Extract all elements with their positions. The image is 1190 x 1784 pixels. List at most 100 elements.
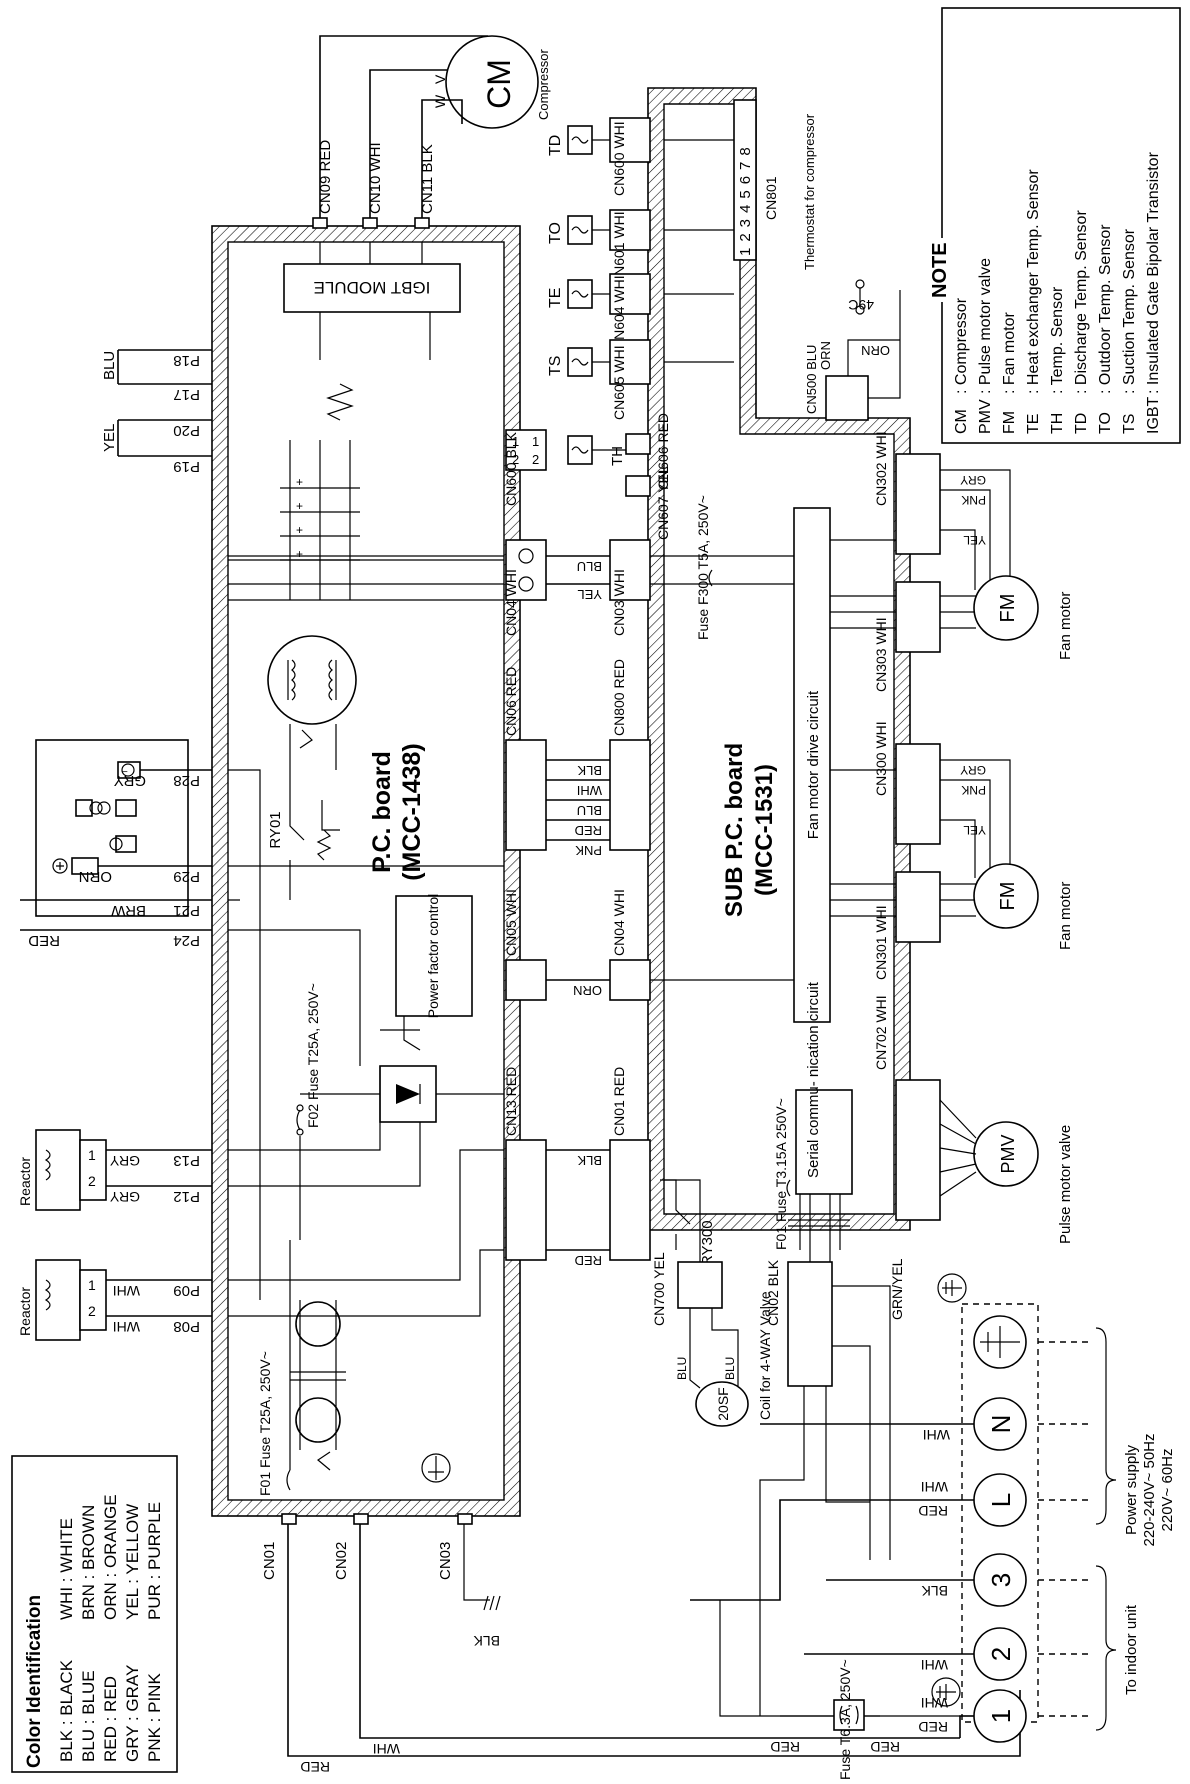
bridge-blk-2: BLK xyxy=(577,1153,602,1168)
reactor-bottom-label: Reactor xyxy=(17,1287,33,1336)
svg-text:1: 1 xyxy=(532,434,539,449)
cn05: CN05 WHI xyxy=(503,889,547,1001)
legend-right-1: BRN : BROWN xyxy=(79,1505,98,1620)
sub-internal-wiring xyxy=(664,139,896,1262)
fan-motor-top-label: Fan motor xyxy=(1057,592,1074,660)
svg-text:+: + xyxy=(296,475,303,489)
noise-filter xyxy=(290,1300,451,1483)
p28-gry-label: GRY xyxy=(114,772,146,789)
reactors: 12 Reactor GRY GRY P13 P12 12 Reactor WH… xyxy=(17,1129,212,1341)
svg-text:2: 2 xyxy=(512,452,519,467)
p21-label: P21 xyxy=(173,902,200,919)
fan-motor-bottom-label: Fan motor xyxy=(1057,882,1074,950)
serial-label: Serial commu- nication circuit xyxy=(805,981,822,1178)
th-label: TH xyxy=(609,446,626,466)
blu-wire-label: BLU xyxy=(101,351,118,380)
sensor-to: CN601 WHI TO xyxy=(547,209,651,286)
fuse-red-2: RED xyxy=(870,1739,900,1755)
bridge-yel: YEL xyxy=(577,587,602,602)
note-abbr-cm: CM xyxy=(953,409,970,434)
yel-wire-label: YEL xyxy=(101,424,118,452)
svg-text:1: 1 xyxy=(512,434,519,449)
cn03-blk-label: BLK xyxy=(473,1633,500,1649)
to-label: TO xyxy=(547,222,564,244)
valve-label: Coil for 4-WAY Valve xyxy=(757,1291,773,1420)
legend-right-3: YEL : YELLOW xyxy=(123,1504,142,1620)
p18-label: P18 xyxy=(173,352,200,369)
power-v1-label: 220-240V~ 50Hz xyxy=(1141,1434,1158,1547)
cn801-label: CN801 xyxy=(763,176,779,220)
svg-text:2: 2 xyxy=(88,1173,96,1189)
pmv-symbol: PMV xyxy=(998,1134,1018,1173)
cn04-main: CN04 WHI xyxy=(503,539,547,636)
sensor-te: CN604 WHI TE xyxy=(547,273,651,350)
fuse-t63-label: Fuse T6.3A, 250V~ xyxy=(837,1659,853,1780)
fm-top-pnk: PNK xyxy=(961,493,986,507)
cn600-sub-label: CN600 WHI xyxy=(611,121,627,196)
note-desc-th: : Temp. Sensor xyxy=(1049,286,1066,394)
fuse-red-1: RED xyxy=(770,1739,800,1755)
power-supply-label: Power supply xyxy=(1123,1444,1140,1535)
p13-label: P13 xyxy=(173,1152,200,1169)
note-abbr-th: TH xyxy=(1049,413,1066,434)
legend-left-1: BLU : BLUE xyxy=(79,1670,98,1762)
cn500-label: CN500 BLU xyxy=(804,345,819,414)
supply-2-whi: WHI xyxy=(921,1657,948,1673)
legend-right-0: WHI : WHITE xyxy=(57,1518,76,1620)
thermostat-orn-2: ORN xyxy=(861,343,890,358)
te-label: TE xyxy=(547,288,564,308)
supply-l-red: RED xyxy=(918,1503,948,1519)
terminal-block: N L 3 2 1 Power supply 220-240V~ 50Hz 22… xyxy=(961,1303,1176,1743)
cn801: 12345678 CN801 xyxy=(733,99,779,261)
transformer xyxy=(267,635,357,770)
svg-text:2: 2 xyxy=(88,1303,96,1319)
cn700-label: CN700 YEL xyxy=(651,1252,667,1326)
main-board-name: P.C. board xyxy=(368,751,396,873)
valve-blu-2: BLU xyxy=(723,1357,737,1380)
fan-drive-circuit: Fan motor drive circuit xyxy=(650,507,831,1023)
cn01-sub-label: CN01 RED xyxy=(611,1067,627,1136)
p29-label: P29 xyxy=(173,868,200,885)
relay-ry01: RY01 xyxy=(267,770,340,900)
legend-left-4: PNK : PINK xyxy=(145,1673,164,1762)
terminal-n-label: N xyxy=(986,1415,1016,1434)
power-v2-label: 220V~ 60Hz xyxy=(1159,1449,1176,1532)
cn06-label: CN06 RED xyxy=(503,667,519,736)
cn02-terminal: CN02 BLK GRN/YEL xyxy=(759,1258,905,1716)
main-internal-wiring xyxy=(228,555,504,1470)
cn03-sub: CN03 WHI xyxy=(609,539,651,636)
supply-3-blk: BLK xyxy=(921,1583,948,1599)
fan-motor-bottom: CN300 WHI CN301 WHI FM Fan motor xyxy=(873,721,1074,980)
compressor-v: V xyxy=(432,74,448,84)
cn302-connector xyxy=(895,453,941,555)
legend-title: Color Identification xyxy=(24,1595,45,1768)
note-frame xyxy=(941,7,1181,444)
fm-top-symbol: FM xyxy=(997,594,1019,623)
cn606: CN606 RED xyxy=(625,413,671,490)
thermostat-orn-1: ORN xyxy=(818,341,833,370)
cn303-label: CN303 WHI xyxy=(873,617,889,692)
cn10-label: CN10 WHI xyxy=(367,142,384,214)
compressor-symbol: CM xyxy=(481,59,517,109)
ground-icons xyxy=(931,1273,967,1707)
cn302-label: CN302 WHI xyxy=(873,431,889,506)
legend-left-2: RED : RED xyxy=(101,1676,120,1762)
note-abbr-te: TE xyxy=(1025,414,1042,434)
pmv-label: Pulse motor valve xyxy=(1057,1125,1074,1244)
cn06: CN06 RED xyxy=(503,667,547,851)
cn301-connector xyxy=(895,871,941,943)
cn02-label: CN02 BLK xyxy=(765,1259,781,1326)
cn800: CN800 RED xyxy=(609,659,651,851)
cn05-label: CN05 WHI xyxy=(503,889,519,956)
reactor-gry-2: GRY xyxy=(109,1189,140,1205)
note-desc-ts: : Suction Temp. Sensor xyxy=(1121,228,1138,394)
sub-board-name: SUB P.C. board xyxy=(721,743,748,917)
sensor-td: CN600 WHI TD xyxy=(547,117,651,196)
cn13: CN13 RED xyxy=(503,1067,547,1261)
cn01-red-label: RED xyxy=(300,1759,330,1775)
pmv: CN702 WHI PMV Pulse motor valve xyxy=(873,995,1074,1244)
svg-text:1: 1 xyxy=(88,1147,96,1163)
pfc-label: Power factor control xyxy=(425,894,441,1019)
fuse-f01-main: F01 Fuse T25A, 250V~ xyxy=(257,1351,291,1496)
cn300-connector xyxy=(895,743,941,845)
